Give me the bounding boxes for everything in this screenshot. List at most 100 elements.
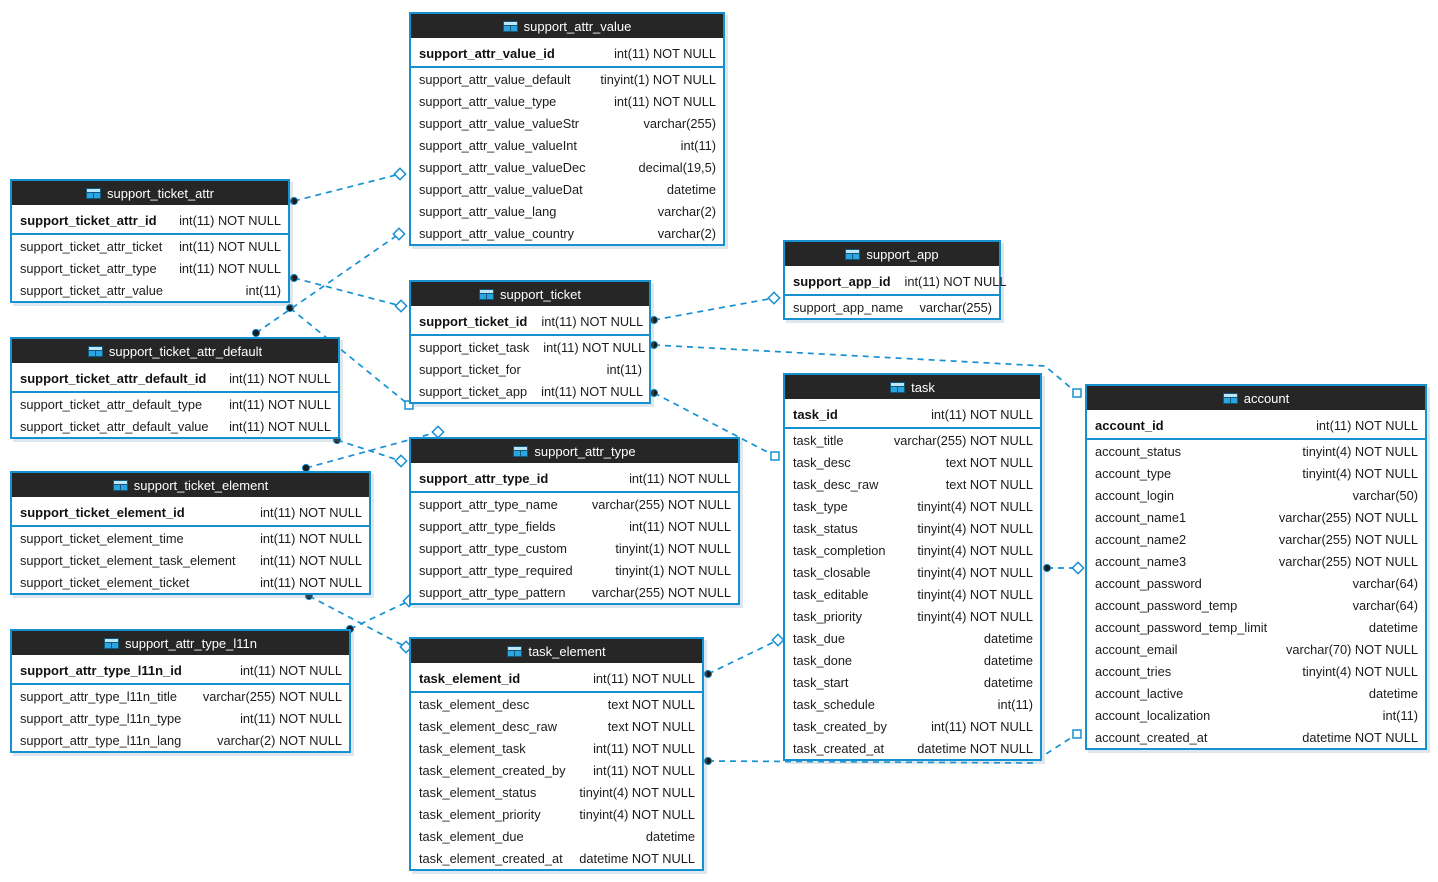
column-name: support_attr_value_default	[419, 71, 571, 87]
table-header-task[interactable]: task	[785, 375, 1040, 401]
column-name: task_schedule	[793, 696, 875, 712]
relationship-dot-icon	[703, 756, 713, 766]
table-title: account	[1243, 390, 1290, 406]
column-name: support_ticket_attr_default_type	[20, 396, 203, 412]
column-type: tinyint(1) NOT NULL	[615, 540, 731, 556]
relationship-support_ticket_attr-to-support_ticket[interactable]	[289, 273, 408, 313]
column-name: support_attr_type_custom	[419, 540, 567, 556]
column-name: task_element_id	[419, 670, 521, 686]
column-row-support_attr_type_custom: support_attr_type_custom tinyint(1) NOT N…	[411, 537, 738, 559]
relationship-diamond-icon	[394, 299, 408, 313]
column-name: task_desc	[793, 454, 851, 470]
table-grid-icon	[87, 345, 103, 357]
relationship-square-icon	[1072, 729, 1082, 739]
column-name: support_ticket_attr_default_value	[20, 418, 209, 434]
column-name: support_ticket_app	[419, 383, 528, 399]
table-grid-icon	[103, 637, 119, 649]
column-name: account_created_at	[1095, 729, 1208, 745]
relationship-support_ticket_attr-to-support_attr_value[interactable]	[289, 167, 407, 206]
column-type: tinyint(4) NOT NULL	[1302, 465, 1418, 481]
table-grid-icon	[502, 20, 518, 32]
table-header-support_ticket_attr[interactable]: support_ticket_attr	[12, 181, 288, 207]
table-header-support_attr_value[interactable]: support_attr_value	[411, 14, 723, 40]
column-name: task_element_task	[419, 740, 526, 756]
column-type: varchar(255) NOT NULL	[202, 688, 342, 704]
column-name: support_attr_type_pattern	[419, 584, 566, 600]
relationship-task_element-to-account[interactable]	[703, 729, 1082, 766]
column-type: tinyint(4) NOT NULL	[917, 608, 1033, 624]
table-grid-icon	[479, 288, 495, 300]
relationship-task_element-to-task[interactable]	[703, 633, 785, 679]
column-name: support_ticket_element_ticket	[20, 574, 190, 590]
column-name: support_attr_type_l11n_title	[20, 688, 177, 704]
table-header-task_element[interactable]: task_element	[411, 639, 702, 665]
relationship-task-to-account[interactable]	[1042, 561, 1085, 575]
relationship-support_ticket-to-support_app[interactable]	[649, 291, 781, 325]
column-type: int(11) NOT NULL	[179, 260, 281, 276]
column-name: support_app_name	[793, 299, 904, 315]
column-name: support_attr_value_valueStr	[419, 115, 580, 131]
table-header-support_ticket_element[interactable]: support_ticket_element	[12, 473, 369, 499]
column-type: int(11) NOT NULL	[931, 718, 1033, 734]
column-name: task_title	[793, 432, 844, 448]
column-type: datetime NOT NULL	[579, 850, 695, 866]
column-name: account_name3	[1095, 553, 1187, 569]
table-header-support_app[interactable]: support_app	[785, 242, 999, 268]
column-name: task_created_at	[793, 740, 885, 756]
relationship-support_ticket-to-account[interactable]	[649, 340, 1082, 398]
relationship-dot-icon	[289, 196, 299, 206]
column-type: varchar(64)	[1352, 575, 1418, 591]
table-header-support_ticket[interactable]: support_ticket	[411, 282, 649, 308]
relationship-support_ticket-to-task[interactable]	[649, 388, 780, 461]
table-header-support_attr_type_l11n[interactable]: support_attr_type_l11n	[12, 631, 349, 657]
column-type: varchar(64)	[1352, 597, 1418, 613]
relationship-support_ticket_attr_default-to-support_attr_value[interactable]	[251, 227, 406, 338]
table-support_attr_type_l11n[interactable]: support_attr_type_l11n support_attr_type_…	[10, 629, 351, 753]
column-type: int(11) NOT NULL	[614, 93, 716, 109]
column-name: support_attr_value_valueDec	[419, 159, 586, 175]
column-type: int(11) NOT NULL	[240, 662, 342, 678]
column-name: support_attr_value_valueDat	[419, 181, 583, 197]
table-header-account[interactable]: account	[1087, 386, 1425, 412]
column-name: task_element_due	[419, 828, 524, 844]
table-support_ticket_element[interactable]: support_ticket_element support_ticket_ele…	[10, 471, 371, 595]
column-type: datetime	[983, 674, 1033, 690]
column-name: support_ticket_task	[419, 339, 530, 355]
table-header-support_ticket_attr_default[interactable]: support_ticket_attr_default	[12, 339, 338, 365]
column-name: task_start	[793, 674, 849, 690]
column-name: support_attr_value_country	[419, 225, 575, 241]
table-support_ticket_attr_default[interactable]: support_ticket_attr_default support_ticke…	[10, 337, 340, 439]
column-type: int(11) NOT NULL	[629, 470, 731, 486]
relationship-square-icon	[1072, 388, 1082, 398]
column-type: int(11) NOT NULL	[229, 418, 331, 434]
column-name: task_completion	[793, 542, 886, 558]
column-type: datetime	[645, 828, 695, 844]
table-header-support_attr_type[interactable]: support_attr_type	[411, 439, 738, 465]
relationship-diamond-icon	[392, 227, 406, 241]
